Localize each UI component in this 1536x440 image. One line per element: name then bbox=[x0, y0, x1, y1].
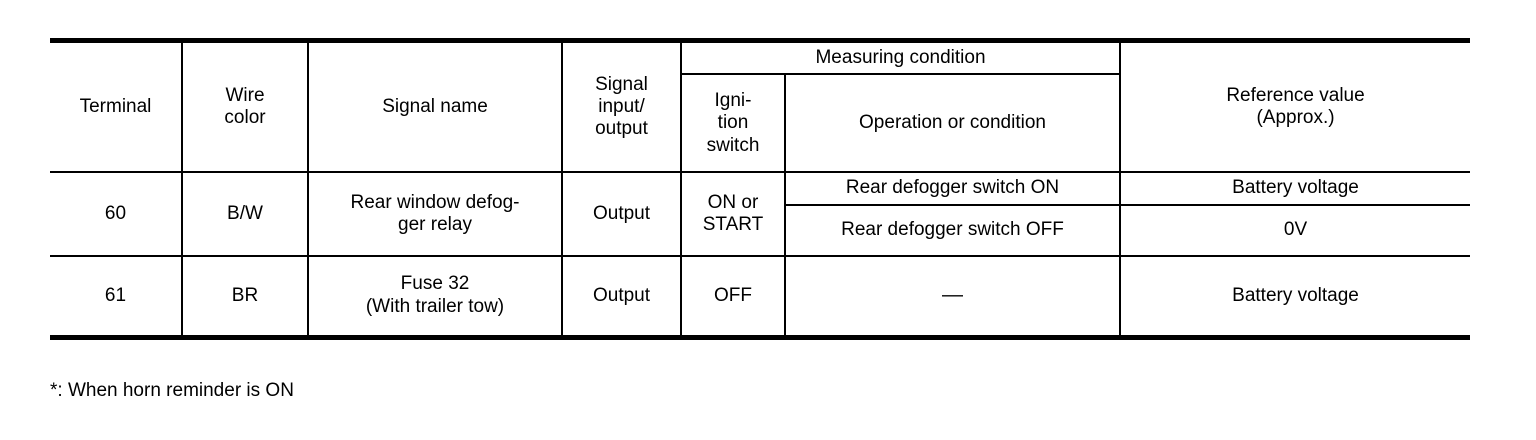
cell-ignition-switch-line1: ON or bbox=[707, 191, 759, 213]
header-terminal: Terminal bbox=[50, 38, 183, 174]
cell-terminal: 61 bbox=[50, 254, 183, 340]
header-signal-io-line2: input/ bbox=[598, 96, 645, 117]
cell-signal-io: Output bbox=[561, 254, 682, 340]
header-signal-io-line3: output bbox=[595, 118, 648, 140]
cell-signal-name-line2: (With trailer tow) bbox=[365, 295, 505, 317]
cell-reference-value: 0V bbox=[1119, 203, 1471, 257]
cell-wire-color: BR bbox=[181, 254, 309, 340]
cell-signal-name: Fuse 32 (With trailer tow) bbox=[307, 254, 563, 340]
header-reference-value-line2: (Approx.) bbox=[1256, 107, 1335, 129]
header-row-sub: Igni- tion switch Operation or condition bbox=[50, 73, 1470, 174]
cell-terminal: 60 bbox=[50, 171, 183, 257]
cell-ignition-switch: ON or START bbox=[680, 171, 786, 257]
cell-reference-value: Battery voltage bbox=[1119, 254, 1471, 340]
table-row: 61 BR Fuse 32 (With trailer tow) Output … bbox=[50, 254, 1471, 340]
cell-signal-name-line1: Rear window defog- bbox=[350, 191, 520, 213]
cell-signal-io: Output bbox=[561, 171, 682, 257]
header-row-top: Terminal Wire color Signal name Signal i… bbox=[50, 38, 1471, 174]
header-signal-io: Signal input/ output bbox=[561, 38, 682, 174]
terminal-spec-table: Terminal Wire color Signal name Signal i… bbox=[50, 38, 1471, 340]
header-measuring-condition: Measuring condition bbox=[679, 38, 1122, 76]
header-wire-color-line1: Wire bbox=[225, 84, 265, 106]
header-wire-color-line2: color bbox=[224, 107, 266, 129]
cell-reference-value: Battery voltage bbox=[1119, 171, 1471, 206]
header-ignition-switch: Igni- tion switch bbox=[681, 73, 786, 174]
header-ignition-switch-line2: tion bbox=[717, 112, 749, 134]
header-reference-value: Reference value (Approx.) bbox=[1119, 38, 1471, 174]
table-row: 60 B/W Rear window defog- ger relay Outp… bbox=[50, 171, 1471, 257]
cell-signal-name-line2: ger relay bbox=[398, 214, 472, 236]
cell-wire-color: B/W bbox=[181, 171, 309, 257]
cell-operation-condition: Rear defogger switch OFF bbox=[785, 203, 1122, 257]
cell-operation-condition: Rear defogger switch ON bbox=[783, 171, 1122, 206]
cell-signal-name-line1: Fuse 32 bbox=[400, 273, 470, 295]
header-operation-or-condition: Operation or condition bbox=[783, 73, 1121, 174]
table-row: Rear defogger switch OFF 0V bbox=[50, 203, 1471, 257]
header-ignition-switch-line1: Igni- bbox=[714, 89, 752, 111]
cell-ignition-switch: OFF bbox=[680, 254, 786, 340]
cell-ignition-switch-line2: START bbox=[702, 214, 764, 236]
header-signal-io-line1: Signal bbox=[595, 73, 648, 95]
table-footnote: *: When horn reminder is ON bbox=[50, 380, 294, 401]
header-ignition-switch-line3: switch bbox=[706, 134, 760, 156]
header-reference-value-line1: Reference value bbox=[1226, 84, 1365, 106]
header-wire-color: Wire color bbox=[181, 38, 309, 174]
cell-operation-condition: — bbox=[783, 254, 1122, 340]
cell-signal-name: Rear window defog- ger relay bbox=[307, 171, 563, 257]
header-signal-name: Signal name bbox=[307, 38, 563, 174]
